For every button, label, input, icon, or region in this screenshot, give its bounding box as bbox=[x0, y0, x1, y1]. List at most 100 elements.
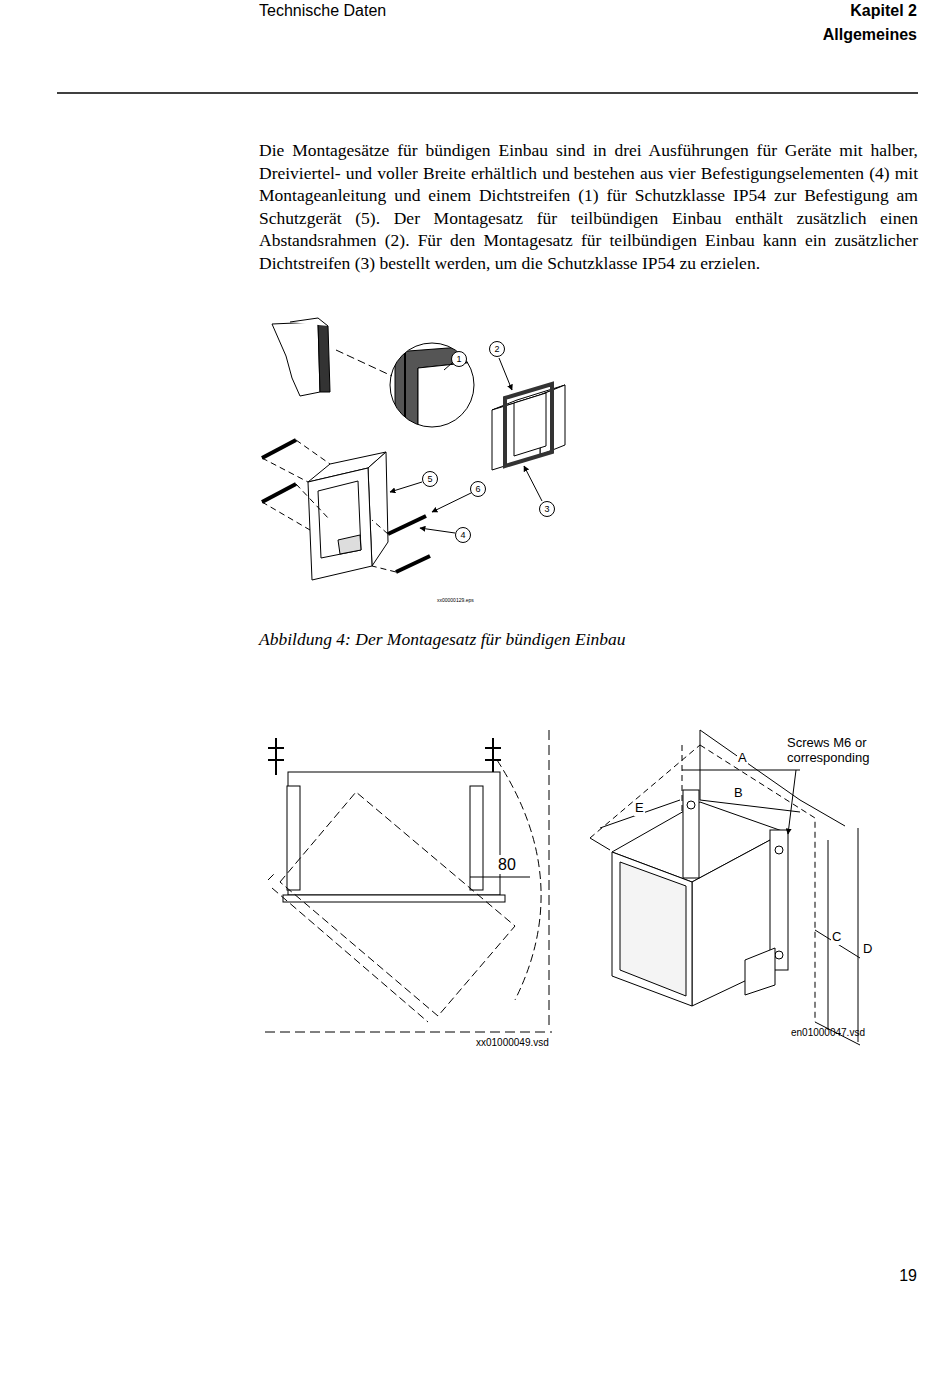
magnifier-detail bbox=[418, 362, 475, 430]
device-top-view bbox=[283, 895, 505, 902]
annotation-note: Screws M6 or corresponding bbox=[786, 735, 884, 765]
protection-device bbox=[338, 535, 361, 554]
panel-bolts bbox=[268, 759, 284, 761]
device-top-view bbox=[288, 772, 500, 895]
callout-number: 5 bbox=[422, 471, 438, 487]
panel-cutout bbox=[815, 930, 860, 958]
panel-cutout bbox=[590, 730, 860, 1045]
callout-number: 2 bbox=[489, 341, 505, 357]
fixing-rods bbox=[388, 516, 426, 534]
device-top-view bbox=[287, 786, 300, 890]
fixing-rods bbox=[296, 484, 330, 520]
device-iso bbox=[745, 948, 775, 995]
panel-cutout bbox=[590, 838, 610, 850]
panel-bolts bbox=[492, 738, 494, 775]
running-header: Technische Daten bbox=[259, 1, 559, 20]
device-iso bbox=[612, 790, 788, 1006]
device-top-view bbox=[283, 772, 505, 902]
fixing-rods bbox=[262, 440, 296, 458]
protection-device bbox=[318, 481, 361, 558]
dimension-letter: B bbox=[733, 785, 744, 801]
cutout-boundary bbox=[265, 730, 552, 1032]
body-paragraph: Die Montagesätze für bündigen Einbau sin… bbox=[259, 139, 918, 274]
magnifier-detail bbox=[395, 346, 475, 430]
callout-leaders bbox=[499, 358, 512, 390]
callout-number: 3 bbox=[539, 501, 555, 517]
header-rule bbox=[57, 93, 918, 94]
fixing-rods bbox=[372, 566, 396, 572]
cutout-boundary bbox=[549, 730, 550, 1030]
panel-bolts bbox=[268, 738, 501, 775]
chapter-number: Kapitel 2 bbox=[617, 1, 917, 20]
swung-position bbox=[497, 760, 541, 1000]
magnifier-detail bbox=[390, 343, 474, 427]
dimension-line bbox=[470, 877, 530, 878]
dimension-lines bbox=[858, 828, 859, 1042]
panel-fragment bbox=[272, 318, 330, 396]
panel-bolts bbox=[275, 738, 277, 775]
dimension-lines bbox=[682, 770, 800, 771]
panel-bolts bbox=[485, 759, 501, 761]
fixing-rods bbox=[262, 440, 396, 572]
callout-text: 6 bbox=[475, 485, 480, 494]
dimension-line bbox=[470, 877, 530, 878]
callout-leaders bbox=[444, 363, 452, 370]
dimension-lines bbox=[700, 800, 800, 812]
dimension-lines bbox=[600, 770, 858, 1042]
callout-text: 3 bbox=[544, 505, 549, 514]
callout-number: 4 bbox=[455, 527, 471, 543]
callout-leaders bbox=[524, 466, 542, 501]
callout-text: 1 bbox=[456, 355, 461, 364]
chapter-title: Allgemeines bbox=[617, 25, 917, 44]
protection-device bbox=[308, 468, 372, 580]
dimension-lines bbox=[788, 770, 796, 834]
callout-text: 2 bbox=[494, 345, 499, 354]
dimension-lines bbox=[828, 840, 829, 1030]
magnifier-detail bbox=[395, 346, 475, 430]
file-name: en01000047.vsd bbox=[791, 1027, 881, 1039]
device-top-view bbox=[470, 786, 483, 890]
device-iso bbox=[612, 852, 692, 1006]
spacer-frame bbox=[492, 384, 565, 470]
fixing-rods bbox=[396, 556, 430, 572]
fixing-rods bbox=[262, 440, 430, 572]
fixing-rods bbox=[262, 484, 296, 502]
fixing-rods bbox=[262, 502, 310, 530]
file-name: xx00000129.eps bbox=[437, 597, 517, 603]
spacer-frame bbox=[514, 393, 546, 456]
fixing-rods bbox=[296, 440, 330, 464]
device-iso bbox=[687, 801, 695, 809]
panel-cutout bbox=[800, 800, 845, 826]
fixing-rods bbox=[262, 458, 308, 482]
dimension-value: 80 bbox=[497, 855, 517, 874]
fixing-rods bbox=[372, 520, 388, 534]
dimension-letter: E bbox=[634, 800, 645, 816]
swung-position bbox=[268, 872, 276, 880]
protection-device bbox=[308, 452, 388, 580]
dimension-lines bbox=[600, 800, 680, 828]
panel-bolts bbox=[485, 747, 501, 749]
swung-position bbox=[280, 792, 515, 1016]
callout-number: 1 bbox=[451, 351, 467, 367]
panel-fragment bbox=[290, 318, 328, 326]
device-iso bbox=[775, 846, 783, 854]
magnifier-link bbox=[336, 350, 392, 376]
panel-fragment bbox=[318, 322, 330, 392]
figure-caption: Abbildung 4: Der Montagesatz für bündige… bbox=[259, 629, 919, 650]
device-iso bbox=[620, 862, 686, 996]
callout-leaders bbox=[390, 358, 542, 533]
swung-position bbox=[268, 760, 541, 1022]
callout-leaders bbox=[420, 528, 455, 533]
device-iso bbox=[683, 790, 699, 878]
spacer-frame bbox=[505, 384, 552, 466]
callout-number: 6 bbox=[470, 481, 486, 497]
panel-bolts bbox=[268, 747, 284, 749]
swung-position bbox=[272, 888, 428, 1022]
callout-text: 5 bbox=[427, 475, 432, 484]
page-number: 19 bbox=[880, 1266, 917, 1285]
dimension-letter: A bbox=[737, 750, 748, 766]
callout-leaders bbox=[390, 482, 422, 492]
